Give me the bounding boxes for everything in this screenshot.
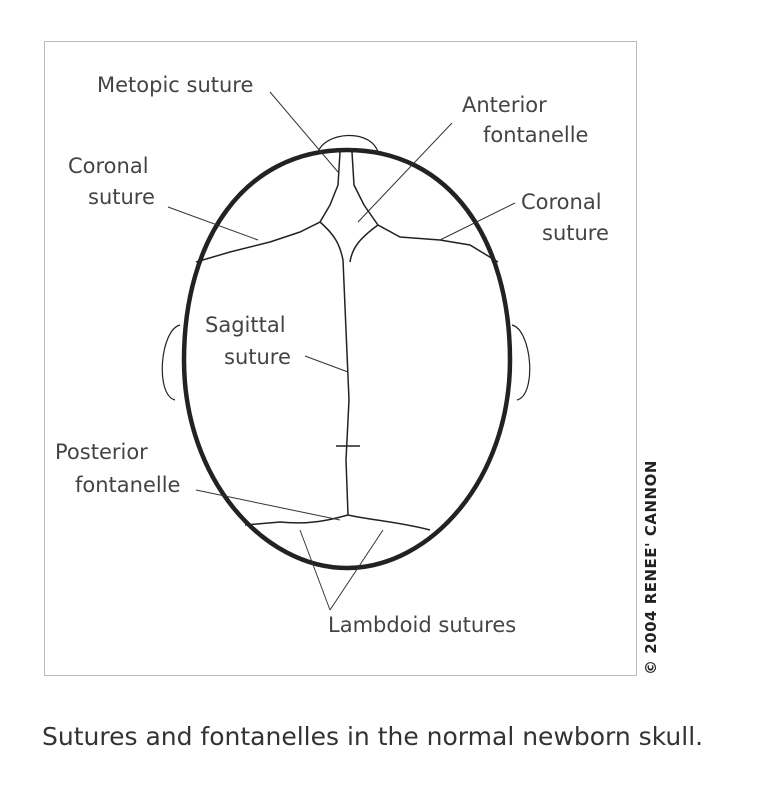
left-ear (161, 324, 181, 401)
coronal-suture-left (195, 151, 341, 263)
coronal-suture-right (351, 151, 499, 263)
label-sagittal-2: suture (224, 345, 291, 369)
label-anterior-1: Anterior (462, 93, 547, 117)
label-coronal-left-2: suture (88, 185, 155, 209)
copyright-notice: © 2004 RENEE' CANNON (642, 460, 660, 675)
label-lambdoid: Lambdoid sutures (328, 613, 516, 637)
sagittal-suture (319, 221, 350, 516)
label-sagittal-1: Sagittal (205, 313, 286, 337)
label-posterior-1: Posterior (55, 440, 148, 464)
skull-illustration (161, 91, 531, 611)
lambdoid-suture-right (347, 514, 431, 531)
label-coronal-right-1: Coronal (521, 190, 602, 214)
label-coronal-left-1: Coronal (68, 154, 149, 178)
lambdoid-suture-left (244, 514, 349, 526)
labels: Metopic suture Anterior fontanelle Coron… (55, 73, 609, 637)
label-anterior-2: fontanelle (483, 123, 588, 147)
label-posterior-2: fontanelle (75, 473, 180, 497)
right-ear (511, 324, 531, 401)
figure-caption: Sutures and fontanelles in the normal ne… (42, 722, 704, 751)
nose-outline (317, 134, 379, 153)
label-coronal-right-2: suture (542, 221, 609, 245)
skull-outline (181, 147, 513, 571)
label-metopic: Metopic suture (97, 73, 253, 97)
